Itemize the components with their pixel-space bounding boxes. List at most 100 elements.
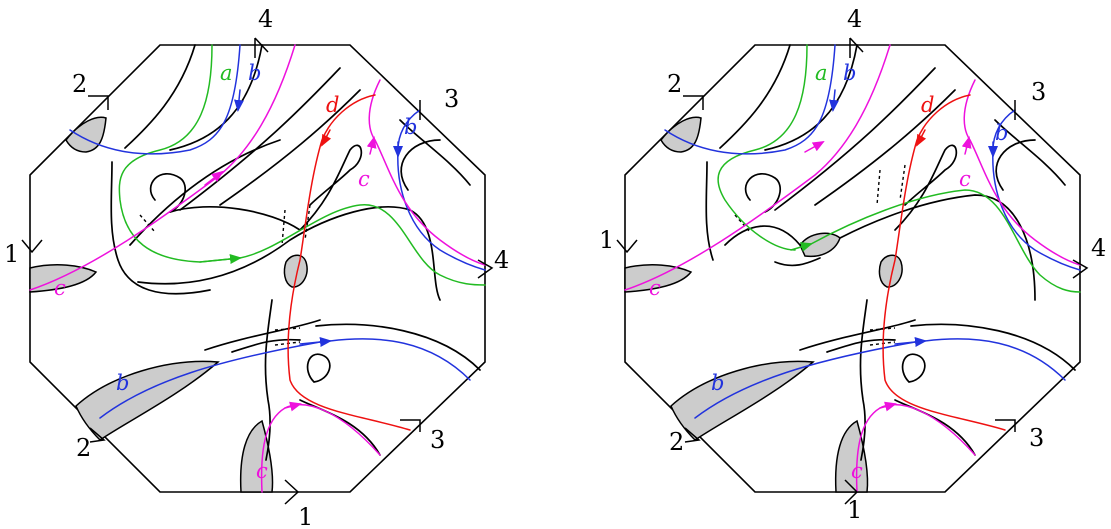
black-strand [910,323,1076,371]
black-strand [826,338,896,353]
edge-label: 4 [1091,234,1106,262]
curve-label-b: b [404,115,417,139]
curve-b [894,337,927,347]
curve-b [397,109,486,271]
curve-label-b: b [711,371,724,395]
curve-label-c: c [851,459,863,483]
black-strand [994,119,1066,186]
black-strand [724,225,801,246]
shaded-region [29,264,98,293]
curve-a [199,254,242,264]
dashed-crossing [876,169,881,206]
edge-tick [400,419,421,432]
black-strand [839,194,1036,301]
edge-label: 4 [494,246,509,274]
curve-b [99,341,321,419]
black-strand [774,257,821,267]
edge-label: 3 [1029,424,1044,452]
shaded-region [65,116,107,153]
black-strand [719,44,791,149]
edge-label: 3 [430,426,445,454]
edge-label: 3 [444,85,459,113]
black-strand [124,44,196,149]
black-strand [705,161,714,261]
edge-label: 1 [298,503,313,529]
edge-tick [88,95,109,110]
curve-b [992,109,1081,271]
edge-label: 1 [4,240,19,268]
black-strand [264,299,273,461]
edge-tick [284,479,300,505]
curve-label-c: c [256,459,268,483]
curve-label-d: d [326,93,339,117]
curve-a [790,242,813,252]
dashed-crossing [139,214,156,233]
curve-c [963,79,1081,266]
black-strand [137,206,441,301]
curve-label-b: b [116,371,129,395]
curve-d [882,94,1006,431]
black-strand [894,144,958,231]
edge-label: 2 [667,70,682,98]
black-strand [995,139,1036,191]
right-octagon-diagram: 4 2 3 1 4 2 3 1 a b d b c c b c [599,5,1106,524]
edge-label: 2 [669,428,684,456]
curve-a [717,44,808,251]
shaded-region [283,254,308,288]
curve-b [329,338,471,381]
curve-b [829,89,839,112]
edge-tick [849,37,864,58]
black-strand [110,161,211,295]
curve-label-c: c [959,167,971,191]
curve-c [284,401,302,412]
edge-tick [89,427,106,443]
curve-a [810,189,1081,293]
edge-label: 4 [847,5,862,33]
edge-label: 2 [76,434,91,462]
edge-tick [684,427,701,443]
black-strand [814,89,956,206]
edge-tick [1072,259,1089,279]
curve-label-b: b [995,121,1008,145]
edge-tick [477,259,494,279]
shaded-region [75,360,220,441]
curve-label-c: c [649,276,661,300]
octagon-boundary [624,44,1081,493]
dashed-crossing [734,214,751,233]
black-strand [744,172,782,213]
left-octagon-diagram: 4 2 3 1 4 2 3 1 a b d b c c b c [4,5,509,529]
curve-a [239,204,486,286]
curve-c [368,79,486,266]
black-strand [901,353,926,383]
curve-label-d: d [921,93,934,117]
curve-label-a: a [815,61,828,85]
black-strand [169,44,263,151]
edge-tick [995,419,1016,432]
shaded-region [624,264,693,293]
curve-label-b: b [248,61,261,85]
black-strand [399,119,471,186]
dashed-crossing [869,327,896,331]
shaded-region [878,254,903,288]
curve-d [287,94,411,431]
curve-c [624,44,891,291]
curve-c [204,170,224,186]
curve-d [321,129,332,147]
black-strand [306,353,331,383]
octagon-boundary [29,44,486,493]
curve-d [916,129,927,147]
curve-c [366,136,377,155]
curve-c [879,401,897,412]
black-strand [400,139,441,191]
black-strand [149,172,187,213]
edge-label: 1 [599,226,614,254]
edge-tick [683,95,704,110]
black-strand [219,89,361,206]
curve-label-b: b [843,61,856,85]
black-strand [315,323,481,371]
edge-label: 2 [72,70,87,98]
black-strand [169,206,301,231]
edge-label: 1 [847,496,862,524]
black-strand [299,399,381,456]
